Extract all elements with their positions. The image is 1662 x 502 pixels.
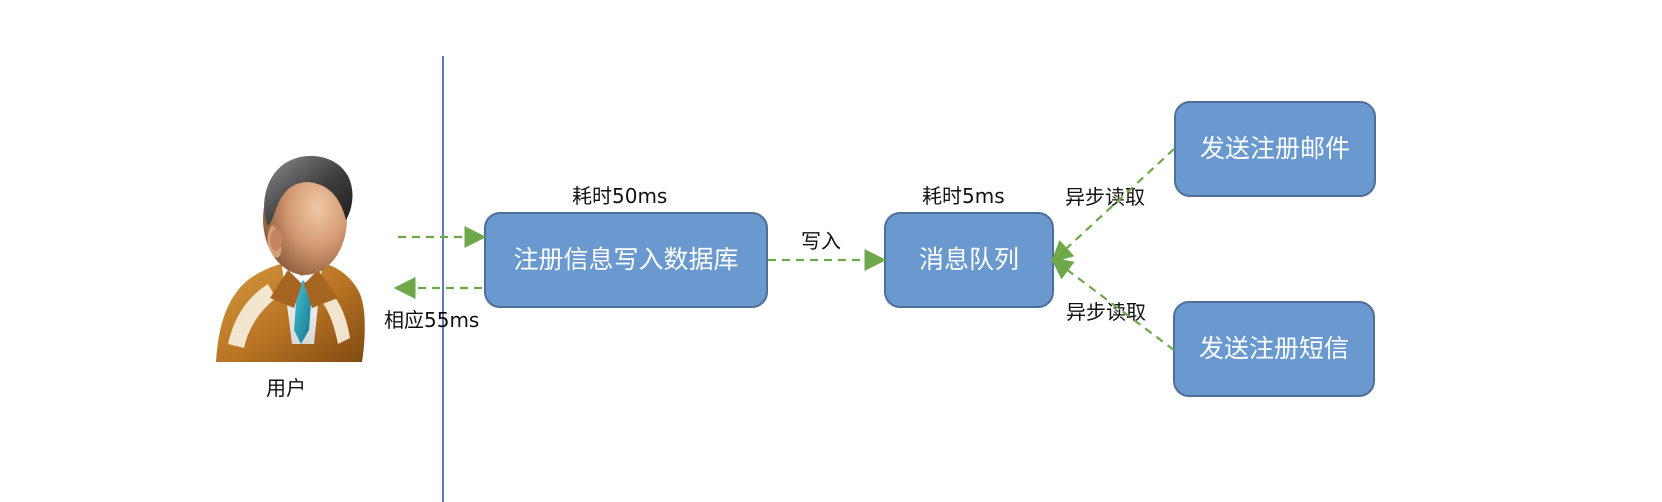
email-box: 发送注册邮件 [1174, 101, 1376, 197]
sms-box: 发送注册短信 [1173, 301, 1375, 397]
user-label: 用户 [266, 376, 306, 400]
database-time-label: 耗时50ms [572, 184, 668, 208]
async-read-top-label: 异步读取 [1065, 185, 1145, 209]
person-icon [216, 155, 365, 362]
write-label: 写入 [801, 229, 841, 253]
email-read-arrow [1050, 148, 1175, 263]
response-time-label: 相应55ms [384, 308, 480, 332]
queue-time-label: 耗时5ms [922, 184, 1005, 208]
sms-read-arrow [1050, 257, 1175, 351]
process-divider [442, 56, 444, 502]
async-read-bottom-label: 异步读取 [1066, 300, 1146, 324]
database-write-box: 注册信息写入数据库 [484, 212, 768, 308]
user-avatar [210, 148, 370, 370]
